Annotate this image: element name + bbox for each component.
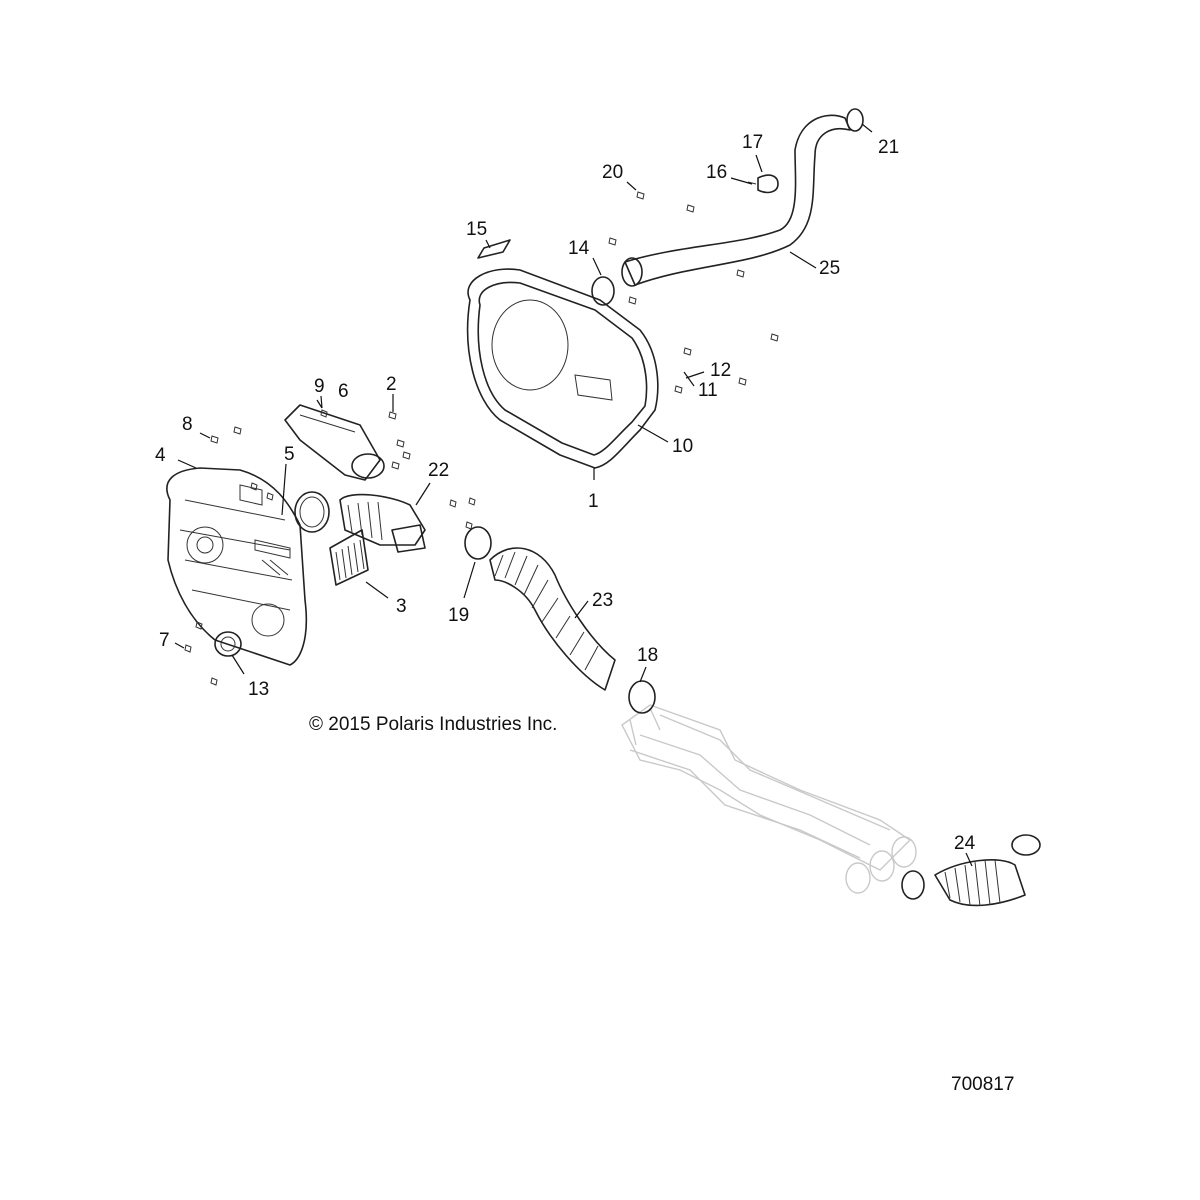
callout-17: 17 [742, 132, 763, 153]
fasteners-upper [608, 191, 779, 394]
callout-16: 16 [706, 162, 727, 183]
callout-22: 22 [428, 460, 449, 481]
inner-clutch-cover [466, 268, 659, 469]
clutch-intake-clamp [294, 491, 330, 533]
callout-6: 6 [338, 381, 349, 402]
callout-13: 13 [248, 679, 269, 700]
duct-clamp-upper [591, 276, 615, 306]
callout-14: 14 [568, 238, 590, 259]
callout-5: 5 [284, 444, 295, 465]
copyright-notice: © 2015 Polaris Industries Inc. [309, 714, 557, 735]
callout-12: 12 [710, 360, 731, 381]
callout-18: 18 [637, 645, 658, 666]
seal-ring [214, 631, 242, 657]
ghost-frame-tubes [621, 704, 917, 894]
callout-labels: 1 2 3 4 5 6 7 8 9 10 11 12 13 14 15 16 1… [155, 132, 976, 854]
callout-19: 19 [448, 605, 469, 626]
intake-duct [284, 404, 385, 481]
callout-21: 21 [878, 137, 899, 158]
outer-clutch-cover [166, 467, 308, 666]
duct-clamp-18 [628, 680, 656, 714]
duct-clamp-19 [464, 526, 492, 560]
diagram-number: 700817 [951, 1074, 1014, 1095]
filter-screen [329, 529, 369, 586]
callout-1: 1 [588, 491, 599, 512]
callout-25: 25 [819, 258, 840, 279]
callout-20: 20 [602, 162, 623, 183]
fasteners-left [184, 409, 476, 686]
lower-duct-elbow [901, 834, 1041, 907]
callout-11: 11 [698, 380, 718, 401]
callout-23: 23 [592, 590, 613, 611]
callout-10: 10 [672, 436, 693, 457]
upper-duct-tube [621, 108, 864, 287]
callout-4: 4 [155, 445, 166, 466]
callout-15: 15 [466, 219, 487, 240]
tube-clip [747, 174, 779, 194]
callout-9: 9 [314, 376, 325, 397]
intake-elbow [339, 493, 426, 553]
callout-7: 7 [159, 630, 170, 651]
callout-24: 24 [954, 833, 976, 854]
leader-lines [174, 123, 973, 867]
callout-8: 8 [182, 414, 193, 435]
callout-3: 3 [396, 596, 407, 617]
corrugated-duct [489, 547, 616, 691]
label-plate [477, 239, 511, 259]
callout-2: 2 [386, 374, 397, 395]
